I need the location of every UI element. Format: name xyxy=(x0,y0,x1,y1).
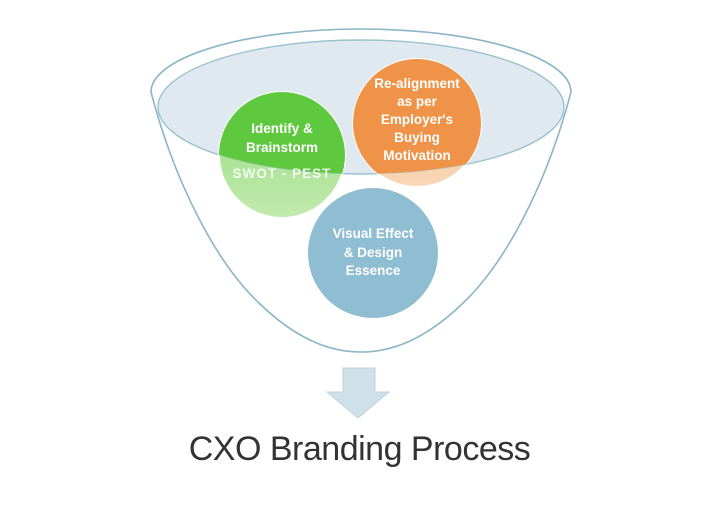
diagram-title: CXO Branding Process xyxy=(188,430,531,468)
realignment-label-line2: as per xyxy=(397,94,438,109)
down-arrow-icon xyxy=(325,367,391,419)
identify-brainstorm-circle xyxy=(219,92,345,174)
realignment-label-line5: Motivation xyxy=(383,148,451,163)
swot-pest-label: SWOT - PEST xyxy=(233,166,332,181)
waterline xyxy=(157,39,565,175)
identify-label-line2: Brainstorm xyxy=(246,140,318,155)
identify-label-line1: Identify & xyxy=(251,121,313,136)
visual-effect-label-line1: Visual Effect xyxy=(333,226,414,241)
realignment-label-line3: Employer's xyxy=(381,112,453,127)
visual-effect-label-line2: & Design xyxy=(344,245,403,260)
visual-effect-circle xyxy=(306,186,440,320)
realignment-label-line1: Re-alignment xyxy=(374,76,460,91)
visual-effect-label-line3: Essence xyxy=(346,263,401,278)
realignment-circle xyxy=(353,59,481,174)
realignment-label-line4: Buying xyxy=(394,130,440,145)
